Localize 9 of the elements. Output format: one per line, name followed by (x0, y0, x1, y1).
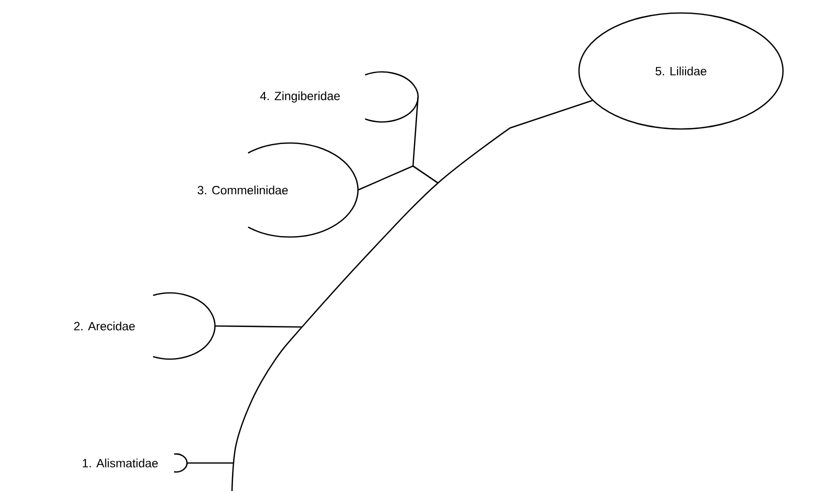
branch-line (412, 96, 438, 184)
branch-line (231, 100, 593, 491)
clade-bubble: 5. Liliidae (578, 12, 784, 130)
branch-line (215, 325, 302, 328)
clade-bubble: 1. Alismatidae (82, 453, 188, 473)
clade-bubble: 4. Zingiberidae (260, 71, 419, 123)
clade-bubble: 2. Arecidae (74, 292, 216, 360)
clade-bubble: 3. Commelinidae (198, 142, 358, 238)
branch-line (187, 462, 234, 464)
